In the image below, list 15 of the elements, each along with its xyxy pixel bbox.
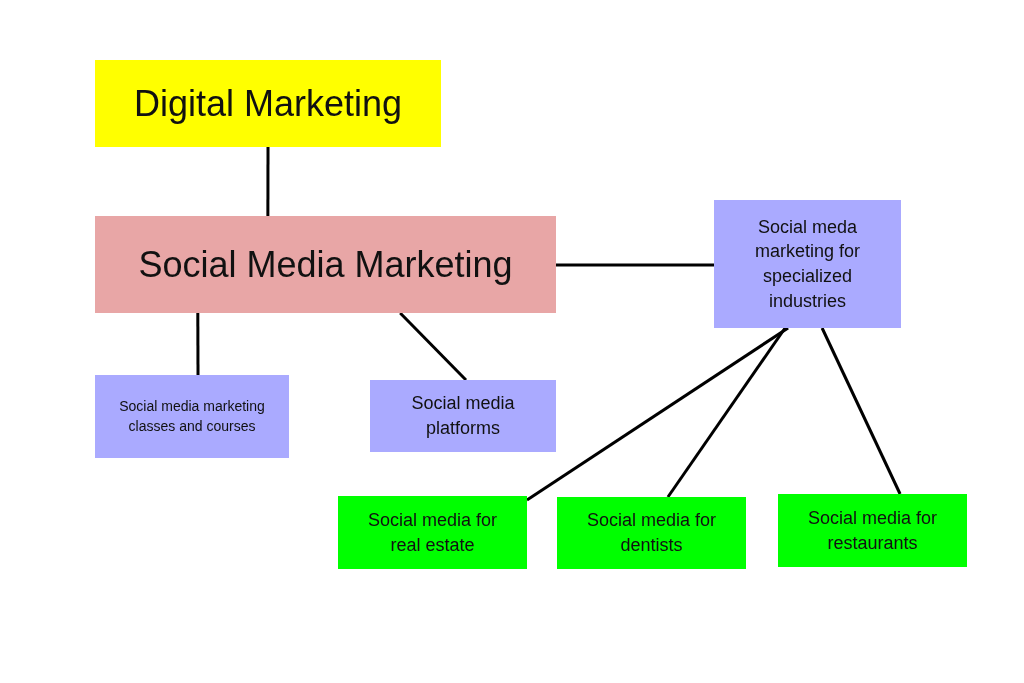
connector-line bbox=[399, 311, 468, 382]
connector-line bbox=[196, 313, 200, 375]
topic-box: Social Media Marketing bbox=[95, 216, 556, 313]
topic-box: Social meda marketing for specialized industries bbox=[714, 200, 901, 328]
connector-line bbox=[666, 327, 787, 498]
connector-line bbox=[266, 147, 270, 216]
connector-line bbox=[820, 327, 902, 495]
topic-box: Digital Marketing bbox=[95, 60, 441, 147]
topic-box: Social media marketing classes and courses bbox=[95, 375, 289, 458]
topic-box: Social media for real estate bbox=[338, 496, 527, 569]
topic-box: Social media for dentists bbox=[557, 497, 746, 569]
topic-box: Social media for restaurants bbox=[778, 494, 967, 567]
connector-line bbox=[526, 326, 789, 502]
connector-line bbox=[556, 263, 714, 267]
topic-box: Social media platforms bbox=[370, 380, 556, 452]
